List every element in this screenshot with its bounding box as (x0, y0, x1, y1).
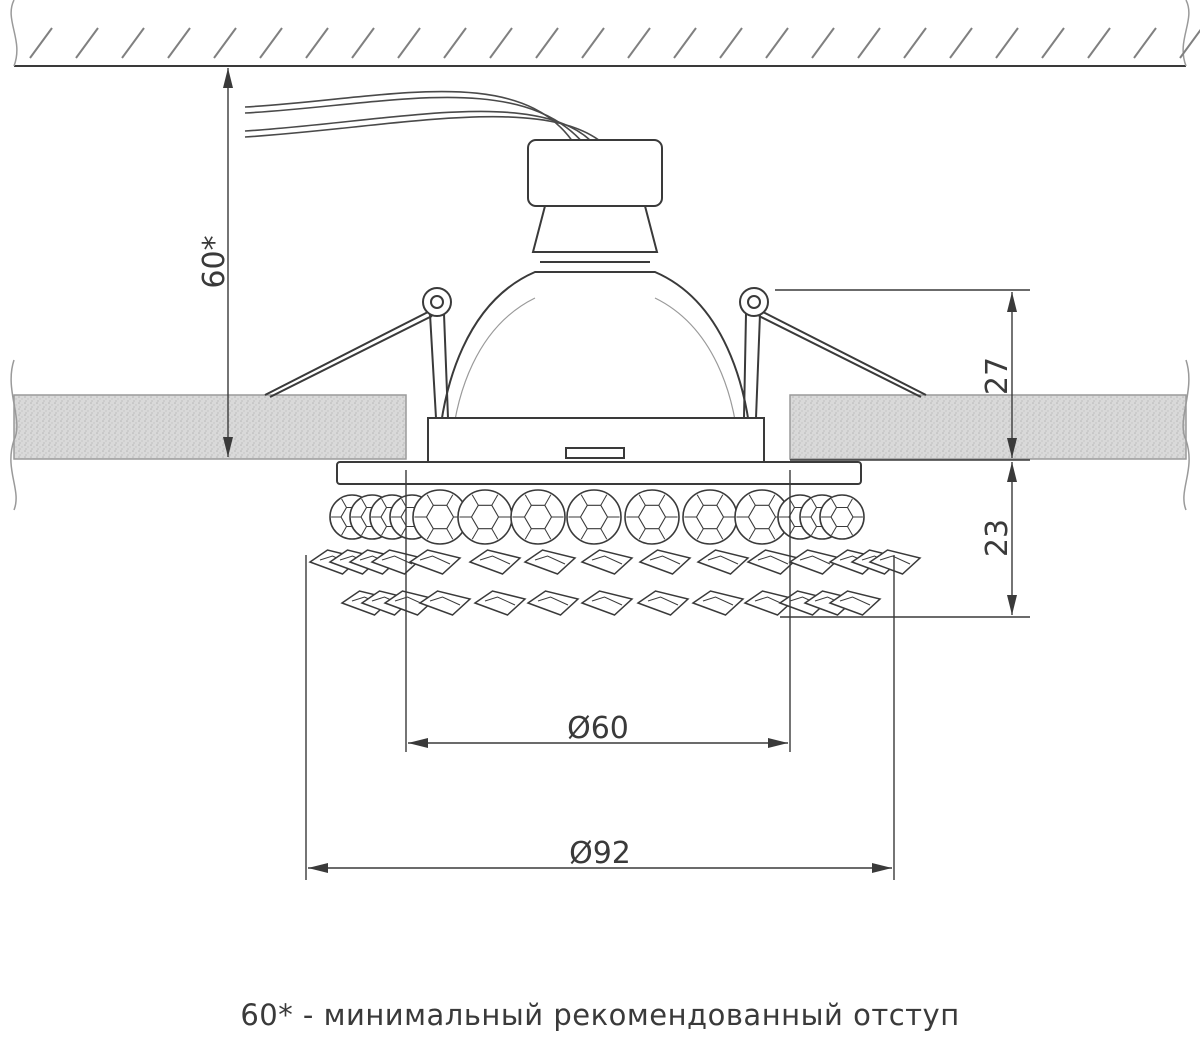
terminal-block (527, 139, 663, 207)
footnote: 60* - минимальный рекомендованный отступ (240, 998, 960, 1032)
spring-clip-right (739, 287, 927, 419)
dimension-lines (223, 68, 1030, 880)
wires (244, 90, 606, 146)
upper-ceiling (10, 0, 1200, 67)
crystal-decoration (308, 489, 922, 616)
min-offset-label: 60* (197, 235, 232, 288)
false-ceiling-left (10, 359, 407, 511)
cutout-diameter-label: Ø60 (567, 711, 629, 746)
false-ceiling-right (789, 359, 1190, 511)
housing-frame (336, 417, 862, 485)
spring-height-label: 27 (980, 357, 1015, 395)
outer-diameter-label: Ø92 (569, 836, 631, 871)
spring-clip-left (264, 287, 452, 419)
frame-height-label: 23 (980, 519, 1015, 557)
